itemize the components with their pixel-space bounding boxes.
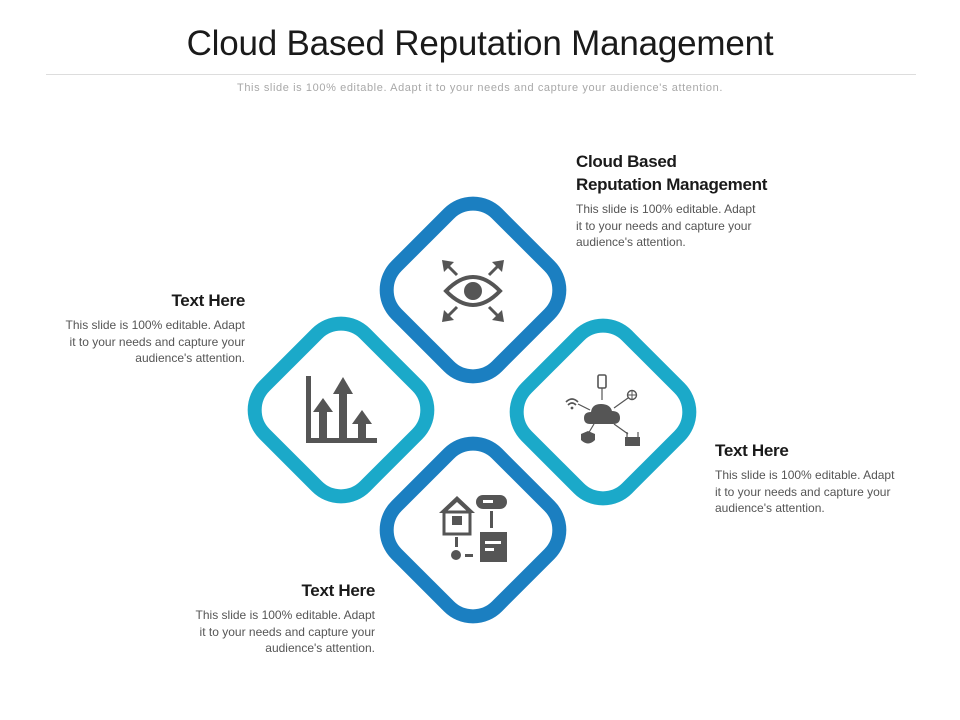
eye-arrows-icon	[442, 260, 504, 322]
smart-home-network-icon	[439, 495, 507, 562]
slide-title: Cloud Based Reputation Management	[186, 24, 774, 63]
text-block-right: Text Here This slide is 100% editable. A…	[715, 439, 940, 517]
desc-bottom-line: This slide is 100% editable. Adapt	[195, 608, 375, 622]
bar-chart-arrows-icon	[306, 376, 377, 443]
text-block-bottom: Text Here This slide is 100% editable. A…	[165, 579, 376, 657]
text-block-top: Cloud Based Reputation Management This s…	[576, 150, 816, 251]
heading-top-line2: Reputation Management	[576, 175, 768, 194]
desc-bottom: This slide is 100% editable. Adapt it to…	[165, 607, 375, 657]
desc-right: This slide is 100% editable. Adapt it to…	[715, 467, 940, 517]
text-block-left: Text Here This slide is 100% editable. A…	[35, 289, 246, 367]
desc-left-line: it to your needs and capture your	[69, 334, 245, 349]
desc-left-line: This slide is 100% editable. Adapt	[65, 318, 245, 332]
heading-right: Text Here	[715, 441, 789, 460]
cloud-network-icon	[565, 374, 640, 446]
desc-right-line: it to your needs and capture your	[715, 484, 891, 499]
title-divider	[46, 74, 916, 75]
heading-left: Text Here	[171, 291, 245, 310]
desc-right-line: audience's attention.	[715, 501, 825, 515]
slide-subtitle: This slide is 100% editable. Adapt it to…	[237, 82, 723, 94]
desc-bottom-line: audience's attention.	[265, 641, 375, 655]
desc-top-line: it to your needs and capture your	[576, 218, 752, 233]
desc-right-line: This slide is 100% editable. Adapt	[715, 468, 895, 482]
diamond-bottom	[379, 436, 567, 624]
desc-bottom-line: it to your needs and capture your	[199, 624, 375, 639]
desc-top: This slide is 100% editable. Adapt it to…	[576, 201, 816, 251]
heading-top-line1: Cloud Based	[576, 152, 677, 171]
desc-left-line: audience's attention.	[135, 351, 245, 365]
desc-left: This slide is 100% editable. Adapt it to…	[35, 317, 245, 367]
heading-bottom: Text Here	[301, 581, 375, 600]
desc-top-line: audience's attention.	[576, 235, 686, 249]
desc-top-line: This slide is 100% editable. Adapt	[576, 202, 756, 216]
